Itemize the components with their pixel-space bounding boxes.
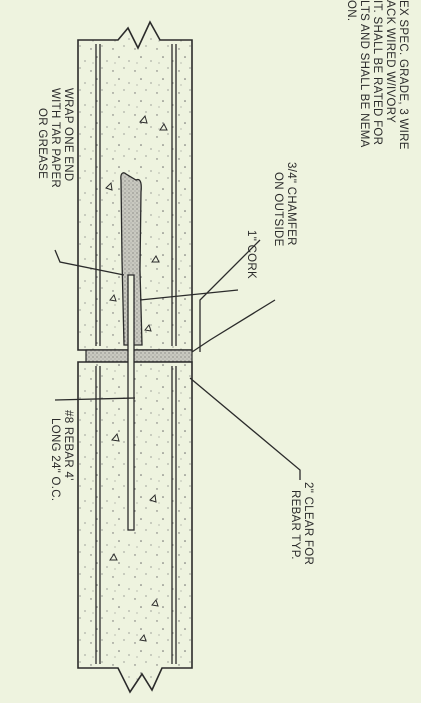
label-rebar: #8 REBAR 4' LONG 24" O.C. [49, 410, 74, 501]
upper-wall-panel [77, 20, 193, 351]
rebar-sleeve-cavity [120, 172, 143, 346]
label-cork: 1" CORK [245, 230, 257, 279]
label-wrap-line-3: OR GREASE [36, 108, 48, 179]
label-chamfer: 3/4" CHAMFER ON OUTSIDE [272, 162, 297, 247]
label-chamfer-line-2: ON OUTSIDE [272, 172, 284, 247]
label-rebar-line-2: LONG 24" O.C. [49, 418, 61, 501]
label-clear-line-1: 2" CLEAR FOR [302, 482, 314, 565]
note-line-5: ON. [345, 0, 357, 21]
note-line-3: IT. SHALL BE RATED FOR [371, 0, 383, 145]
dowel-rebar [127, 274, 135, 531]
label-wrap: WRAP ONE END WITH TAR PAPER OR GREASE [36, 88, 74, 188]
note-line-1: EX SPEC. GRADE, 3 WIRE [397, 0, 409, 150]
lower-wall-panel [77, 361, 193, 694]
cork-joint [85, 349, 193, 363]
label-wrap-line-1: WRAP ONE END [62, 88, 74, 181]
label-chamfer-line-1: 3/4" CHAMFER [285, 162, 297, 246]
leader-lines [54, 239, 301, 480]
spec-notes: EX SPEC. GRADE, 3 WIRE ACK WIRED W/IVORY… [345, 0, 409, 150]
note-line-4: LTS AND SHALL BE NEMA [358, 0, 370, 148]
label-cork-line-1: 1" CORK [245, 230, 257, 279]
note-line-2: ACK WIRED W/IVORY [384, 0, 396, 123]
label-clear-line-2: REBAR TYP. [289, 490, 301, 560]
label-wrap-line-2: WITH TAR PAPER [49, 88, 61, 188]
label-rebar-line-1: #8 REBAR 4' [62, 410, 74, 481]
label-clear: 2" CLEAR FOR REBAR TYP. [289, 482, 314, 565]
